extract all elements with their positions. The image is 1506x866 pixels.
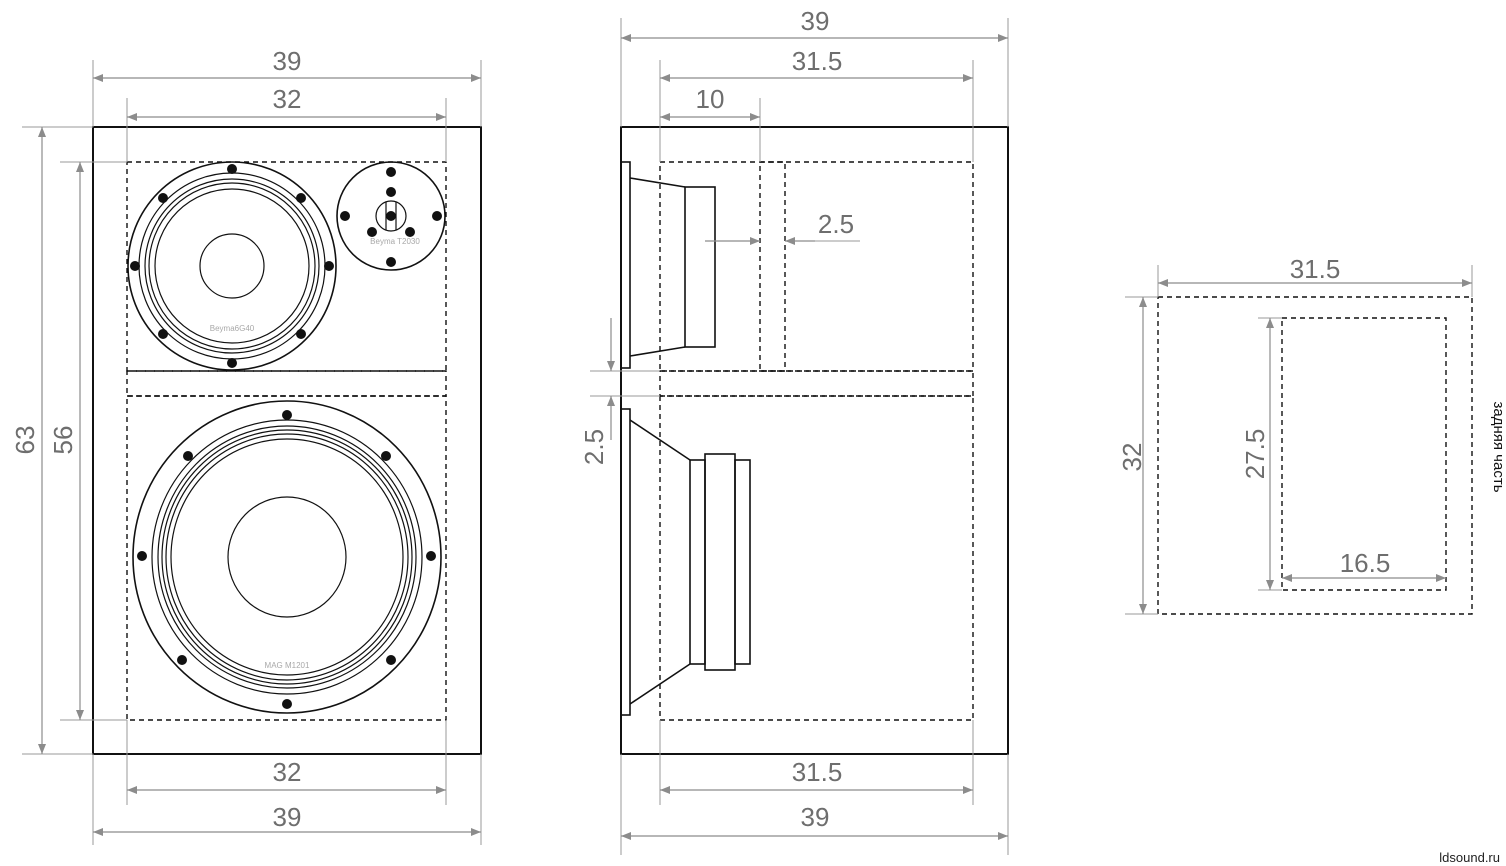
back-opening <box>1281 317 1447 591</box>
gap-label: 2.5 <box>818 209 854 239</box>
front-height-outer-label: 63 <box>10 426 40 455</box>
back-view-label: задняя часть <box>1490 401 1506 492</box>
midrange-model-label: Beyma6G40 <box>210 324 255 333</box>
woofer-model-label: MAG M1201 <box>265 661 310 670</box>
site-credit: ldsound.ru <box>1439 850 1500 865</box>
front-bottom-outer-label: 39 <box>273 802 302 832</box>
side-upper-chamber <box>659 161 974 372</box>
back-height-label: 32 <box>1117 443 1147 472</box>
tweeter-model-label: Beyma T2030 <box>370 237 420 246</box>
back-width-label: 31.5 <box>1290 254 1341 284</box>
opening-height-label: 27.5 <box>1240 429 1270 480</box>
tweeter-driver: Beyma T2030 <box>336 161 446 271</box>
side-view: 39 31.5 10 2.5 2.5 31.5 39 <box>579 6 1009 855</box>
side-lower-chamber <box>659 395 974 721</box>
back-view: 31.5 32 27.5 16.5 задняя часть <box>1117 254 1506 615</box>
front-lower-chamber <box>126 395 447 721</box>
midrange-side-profile <box>620 161 716 369</box>
side-cabinet-outline <box>620 126 1009 755</box>
woofer-side-profile <box>620 408 751 716</box>
front-cabinet-outline <box>92 126 482 755</box>
side-shelf <box>659 370 974 397</box>
chamber-depth-label: 10 <box>696 84 725 114</box>
side-bottom-inner-label: 31.5 <box>792 757 843 787</box>
woofer-driver: MAG M1201 <box>132 400 442 714</box>
midrange-driver: Beyma6G40 <box>127 161 337 371</box>
front-upper-chamber <box>126 161 447 372</box>
front-width-inner-label: 32 <box>273 84 302 114</box>
side-bottom-outer-label: 39 <box>801 802 830 832</box>
front-view: Beyma6G40 Beyma T2030 <box>10 46 482 845</box>
front-shelf <box>126 370 447 397</box>
opening-width-label: 16.5 <box>1340 548 1391 578</box>
back-panel-outline <box>1157 296 1473 615</box>
side-depth-inner-label: 31.5 <box>792 46 843 76</box>
midrange-enclosure <box>759 161 786 372</box>
front-bottom-inner-label: 32 <box>273 757 302 787</box>
front-width-outer-label: 39 <box>273 46 302 76</box>
front-height-inner-label: 56 <box>48 426 78 455</box>
shelf-thickness-label: 2.5 <box>579 429 609 465</box>
side-depth-outer-label: 39 <box>801 6 830 36</box>
